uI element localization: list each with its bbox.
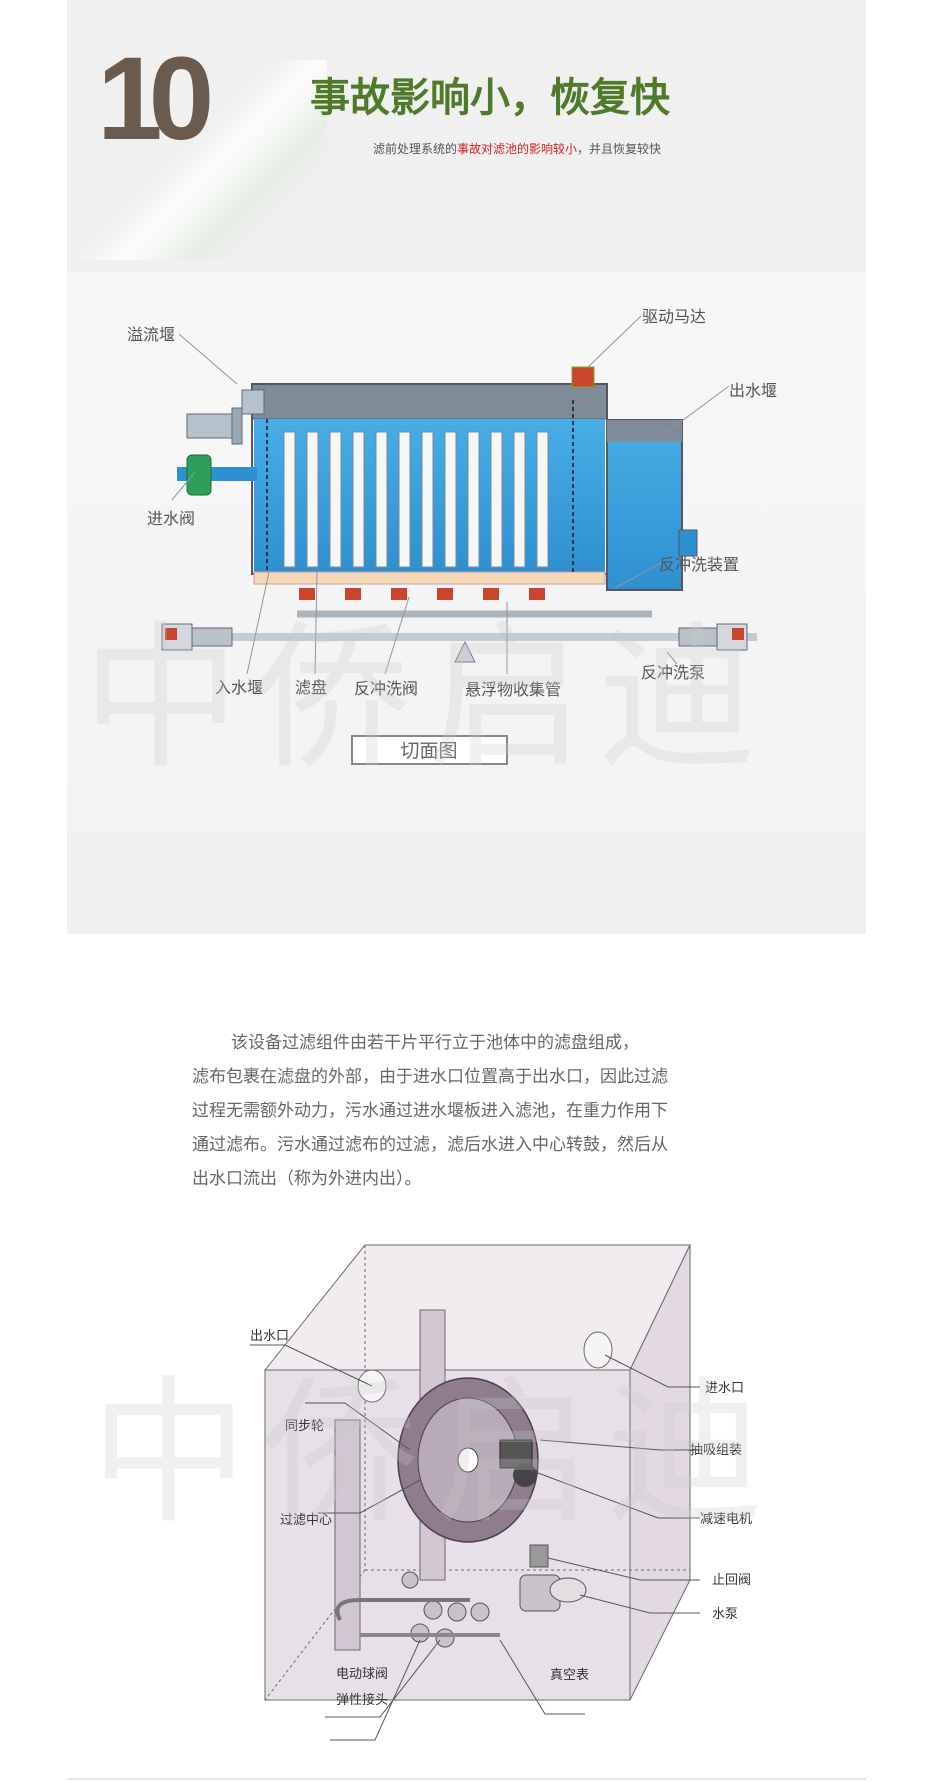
description-line-2: 滤布包裹在滤盘的外部，由于进水口位置高于出水口，因此过滤 xyxy=(192,1067,668,1087)
label-outlet-weir: 出水堰 xyxy=(729,381,777,400)
isometric-diagram: 出水口 进水口 同步轮 抽吸组装 过滤中心 减速电机 止回阀 水泵 电动球阀 真… xyxy=(250,1244,752,1741)
caption-text: 切面图 xyxy=(400,740,457,762)
label-reducer-motor: 减速电机 xyxy=(700,1512,752,1527)
description-paragraph: 该设备过滤组件由若干片平行立于池体中的滤盘组成， 滤布包裹在滤盘的外部，由于进水… xyxy=(192,1026,742,1196)
feature-number: 10 xyxy=(97,33,214,165)
feature-headline: 事故影响小，恢复快 xyxy=(310,75,670,121)
label-overflow-weir: 溢流堰 xyxy=(127,325,175,344)
label-water-pump: 水泵 xyxy=(712,1607,738,1622)
label-outlet: 出水口 xyxy=(250,1329,289,1344)
caption-box: 切面图 xyxy=(351,735,508,765)
bottom-divider xyxy=(67,1778,866,1780)
label-filter-center: 过滤中心 xyxy=(280,1513,332,1528)
label-backwash-pump: 反冲洗泵 xyxy=(641,663,705,682)
label-suction-assembly: 抽吸组装 xyxy=(690,1443,742,1458)
subline-suffix: ，并且恢复较快 xyxy=(577,142,662,156)
label-filter-disc: 滤盘 xyxy=(295,678,327,697)
subline-prefix: 滤前处理系统的 xyxy=(372,142,457,156)
feature-subline: 滤前处理系统的事故对滤池的影响较小，并且恢复较快 xyxy=(267,140,767,157)
description-line-3: 过程无需额外动力，污水通过进水堰板进入滤池，在重力作用下 xyxy=(192,1101,668,1121)
subline-highlight: 事故对滤池的影响较小 xyxy=(456,142,577,156)
filter-discs xyxy=(283,431,549,568)
tank xyxy=(177,366,698,591)
description-line-5: 出水口流出（称为外进内出）。 xyxy=(192,1169,422,1189)
filter-drum xyxy=(397,1377,539,1543)
feature-panel: 10 事故影响小，恢复快 滤前处理系统的事故对滤池的影响较小，并且恢复较快 xyxy=(67,0,866,934)
label-sludge-pipe: 悬浮物收集管 xyxy=(465,680,561,699)
description-line-4: 通过滤布。污水通过滤布的过滤，滤后水进入中心转鼓，然后从 xyxy=(192,1135,668,1155)
label-inlet-weir: 入水堰 xyxy=(215,678,263,697)
label-vacuum-gauge: 真空表 xyxy=(550,1668,589,1683)
backwash-valves xyxy=(187,588,757,641)
label-drive-motor: 驱动马达 xyxy=(642,307,706,326)
backwash-pumps xyxy=(161,623,748,663)
label-inlet-valve: 进水阀 xyxy=(147,509,195,528)
leader-lines-2 xyxy=(250,1344,700,1741)
label-elastic-joint: 弹性接头 xyxy=(336,1692,388,1708)
label-inlet: 进水口 xyxy=(705,1381,744,1396)
description-line-1: 该设备过滤组件由若干片平行立于池体中的滤盘组成， xyxy=(231,1033,639,1053)
leader-lines xyxy=(171,315,730,675)
label-backwash-device: 反冲洗装置 xyxy=(659,555,739,574)
corner-sheen-decoration xyxy=(67,60,327,260)
label-check-valve: 止回阀 xyxy=(712,1573,751,1588)
pump-and-valves xyxy=(335,1544,587,1648)
label-electric-ball-valve: 电动球阀 xyxy=(336,1667,388,1682)
cross-section-diagram: 溢流堰 驱动马达 出水堰 进水阀 反冲洗装置 反冲洗泵 入水堰 滤盘 反冲洗阀 … xyxy=(127,307,777,765)
label-backwash-valve: 反冲洗阀 xyxy=(354,679,418,698)
label-sync-wheel: 同步轮 xyxy=(285,1419,324,1434)
